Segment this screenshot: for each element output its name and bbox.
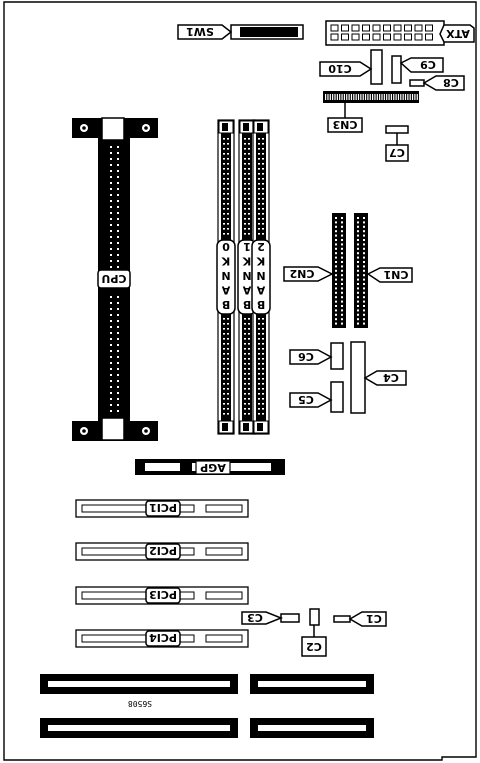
pci-slot-1: PCI1: [75, 499, 249, 518]
pci-label-2: PCI2: [149, 544, 177, 557]
c1-label: C1: [366, 612, 382, 625]
dimm-bank1-letter: 1: [243, 240, 251, 253]
sw1-switch: SW1: [177, 24, 304, 40]
c5-jumper: C5: [289, 381, 344, 413]
isa-slots: [40, 674, 374, 738]
cn1-label: CN1: [384, 268, 409, 281]
agp-label: AGP: [200, 461, 226, 474]
c2-jumper: C2: [301, 608, 327, 657]
pci-slot-4: PCI4: [75, 629, 249, 648]
c1-jumper: C1: [333, 611, 387, 627]
dimm-bank0-letter: K: [221, 255, 230, 268]
cpu-slot: CPU: [72, 117, 158, 441]
dimm-bank1-letter: N: [242, 269, 251, 282]
c2-label: C2: [306, 640, 322, 653]
dimm-bank1-letter: B: [243, 298, 251, 311]
dimm-bank0-letter: 0: [222, 240, 230, 253]
dimm-bank2-letter: B: [257, 298, 265, 311]
c7-label: C7: [389, 146, 405, 159]
c4-label: C4: [383, 371, 399, 384]
dimm-bank0-letter: A: [221, 284, 230, 297]
pci-slot-3: PCI3: [75, 586, 249, 605]
cn3-label: CN3: [333, 118, 358, 131]
dimm-bank2-letter: K: [256, 255, 265, 268]
c8-jumper: C8: [409, 75, 465, 91]
c9-label: C9: [420, 58, 436, 71]
c4-jumper: C4: [350, 341, 407, 414]
board-code: S6508: [128, 699, 152, 708]
cn3-connector: CN3: [323, 91, 419, 133]
pci-slot-2: PCI2: [75, 542, 249, 561]
sw1-label: SW1: [186, 25, 214, 38]
cn2-connector: CN2: [283, 213, 346, 328]
cn1-connector: CN1: [354, 213, 413, 328]
dimm-bank0-letter: B: [222, 298, 230, 311]
c5-label: C5: [298, 393, 314, 406]
pci-label-1: PCI1: [149, 501, 177, 514]
dimm-bank2-letter: 2: [257, 240, 265, 253]
c6-label: C6: [298, 350, 314, 363]
pci-label-3: PCI3: [149, 588, 177, 601]
dimm-bank2-letter: A: [256, 284, 265, 297]
atx-connector: ATX: [325, 20, 475, 46]
c10-label: C10: [328, 62, 352, 75]
pci-label-4: PCI4: [149, 631, 177, 644]
cn2-label: CN2: [290, 267, 315, 280]
dimm-bank1-letter: A: [242, 284, 251, 297]
c10-jumper: C10: [319, 49, 383, 85]
dimm-bank1-letter: K: [242, 255, 251, 268]
cpu-label: CPU: [101, 272, 126, 285]
agp-slot: AGP: [135, 459, 285, 475]
board-outline: [3, 1, 477, 761]
c7-jumper: C7: [385, 125, 409, 162]
atx-label: ATX: [446, 27, 470, 40]
dimm-bank0-letter: N: [221, 269, 230, 282]
c3-label: C3: [247, 611, 263, 624]
c9-jumper: C9: [391, 55, 444, 84]
c8-label: C8: [443, 76, 459, 89]
c6-jumper: C6: [289, 342, 344, 370]
c3-jumper: C3: [241, 611, 300, 625]
dimm-bank2-letter: N: [256, 269, 265, 282]
